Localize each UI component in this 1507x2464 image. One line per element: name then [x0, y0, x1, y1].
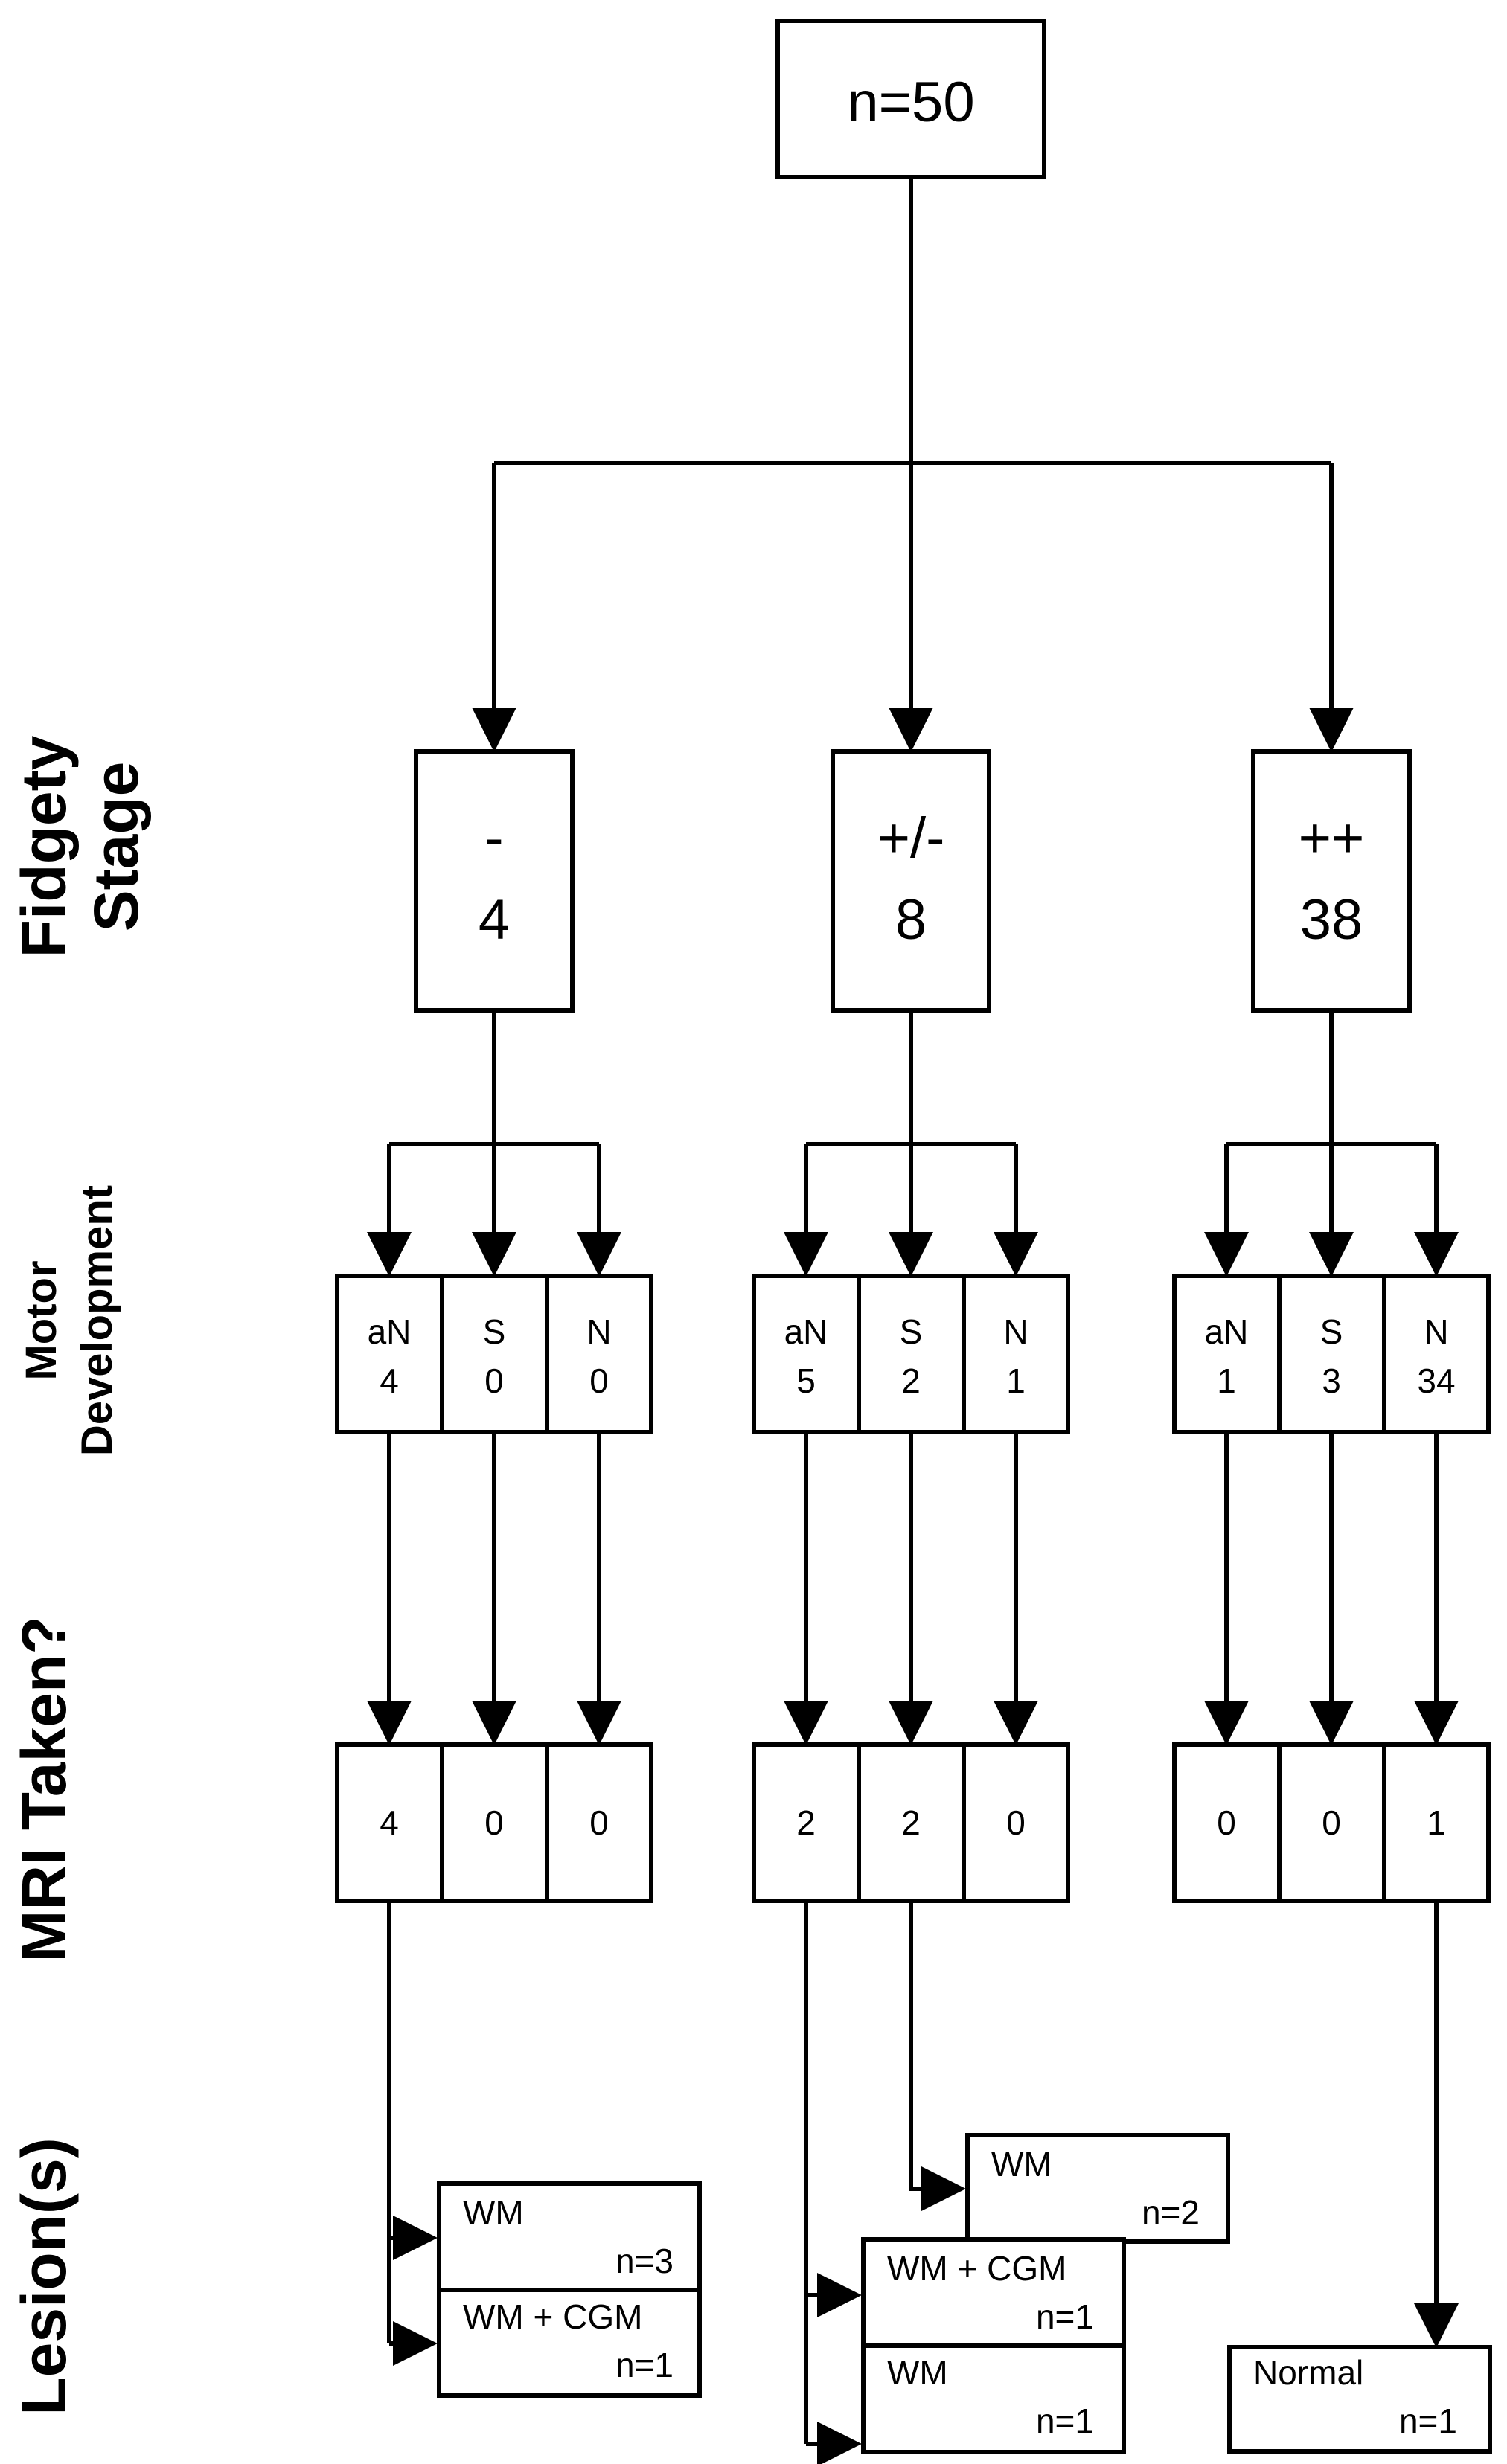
motor-count: 34	[1417, 1361, 1455, 1400]
row-label-mri: MRI Taken?	[9, 1616, 79, 1962]
motor-label: S	[483, 1312, 506, 1351]
lesion-name: WM + CGM	[463, 2297, 642, 2336]
row-label-lesions: Lesion(s)	[9, 2137, 79, 2415]
motor-label: N	[1003, 1312, 1028, 1351]
motor-label: aN	[368, 1312, 412, 1351]
fidgety-count: 8	[895, 888, 927, 952]
fidgety-node-negative: - 4	[414, 749, 575, 1013]
motor-group-3: aN 1 S 3 N 34	[1172, 1274, 1491, 1434]
motor-group-2: aN 5 S 2 N 1	[752, 1274, 1070, 1434]
lesion-box-g1-wm: WM n=3	[437, 2181, 702, 2292]
row-label-fidgety: Fidgety Stage	[9, 735, 151, 957]
lesion-count: n=1	[615, 2346, 673, 2384]
row-label-fidgety-line2: Stage	[81, 762, 151, 932]
mri-count: 0	[1006, 1803, 1026, 1842]
motor-label: S	[900, 1312, 923, 1351]
motor-count: 0	[589, 1361, 609, 1400]
fidgety-count: 4	[479, 888, 510, 952]
mri-count: 0	[589, 1803, 609, 1842]
motor-count: 1	[1006, 1361, 1026, 1400]
motor-label: S	[1320, 1312, 1343, 1351]
fidgety-node-normal: ++ 38	[1251, 749, 1412, 1013]
lesion-box-g3-normal: Normal n=1	[1227, 2345, 1492, 2454]
lesion-count: n=3	[615, 2242, 673, 2280]
mri-count: 4	[380, 1803, 399, 1842]
motor-count: 3	[1322, 1361, 1341, 1400]
row-label-motor-line2: Development	[73, 1185, 121, 1456]
lesion-name: WM + CGM	[887, 2249, 1066, 2288]
lesion-name: WM	[463, 2193, 524, 2232]
motor-label: aN	[784, 1312, 828, 1351]
motor-count: 0	[484, 1361, 504, 1400]
lesion-box-g2-wm-top: WM n=2	[965, 2133, 1230, 2244]
motor-count: 5	[796, 1361, 816, 1400]
mri-count: 2	[901, 1803, 921, 1842]
fidgety-sign: +/-	[877, 806, 945, 870]
root-node: n=50	[775, 19, 1046, 179]
motor-label: N	[1424, 1312, 1448, 1351]
fidgety-node-sporadic: +/- 8	[831, 749, 991, 1013]
fidgety-sign: -	[484, 806, 503, 870]
motor-label: aN	[1205, 1312, 1249, 1351]
fidgety-count: 38	[1300, 888, 1363, 952]
lesion-count: n=1	[1399, 2402, 1457, 2440]
lesion-count: n=1	[1036, 2402, 1094, 2440]
lesion-name: WM	[991, 2145, 1052, 2184]
row-label-motor: Motor Development	[17, 1185, 121, 1456]
lesion-count: n=1	[1036, 2297, 1094, 2336]
motor-count: 2	[901, 1361, 921, 1400]
mri-count: 1	[1427, 1803, 1446, 1842]
mri-count: 0	[484, 1803, 504, 1842]
lesion-box-g2-wm-bottom: WM n=1	[861, 2343, 1126, 2454]
lesion-box-g2-wm-cgm: WM + CGM n=1	[861, 2237, 1126, 2348]
motor-label: N	[586, 1312, 611, 1351]
lesion-name: Normal	[1253, 2353, 1363, 2392]
row-label-motor-line1: Motor	[17, 1260, 65, 1380]
mri-group-3: 0 0 1	[1172, 1742, 1491, 1903]
mri-group-2: 2 2 0	[752, 1742, 1070, 1903]
root-label: n=50	[847, 71, 974, 134]
motor-group-1: aN 4 S 0 N 0	[335, 1274, 653, 1434]
row-label-fidgety-line1: Fidgety	[9, 735, 79, 957]
motor-count: 1	[1217, 1361, 1236, 1400]
motor-count: 4	[380, 1361, 399, 1400]
mri-count: 2	[796, 1803, 816, 1842]
lesion-count: n=2	[1142, 2193, 1200, 2232]
lesion-box-g1-wm-cgm: WM + CGM n=1	[437, 2288, 702, 2398]
mri-count: 0	[1322, 1803, 1341, 1842]
lesion-name: WM	[887, 2353, 948, 2392]
fidgety-sign: ++	[1299, 806, 1365, 870]
mri-count: 0	[1217, 1803, 1236, 1842]
mri-group-1: 4 0 0	[335, 1742, 653, 1903]
